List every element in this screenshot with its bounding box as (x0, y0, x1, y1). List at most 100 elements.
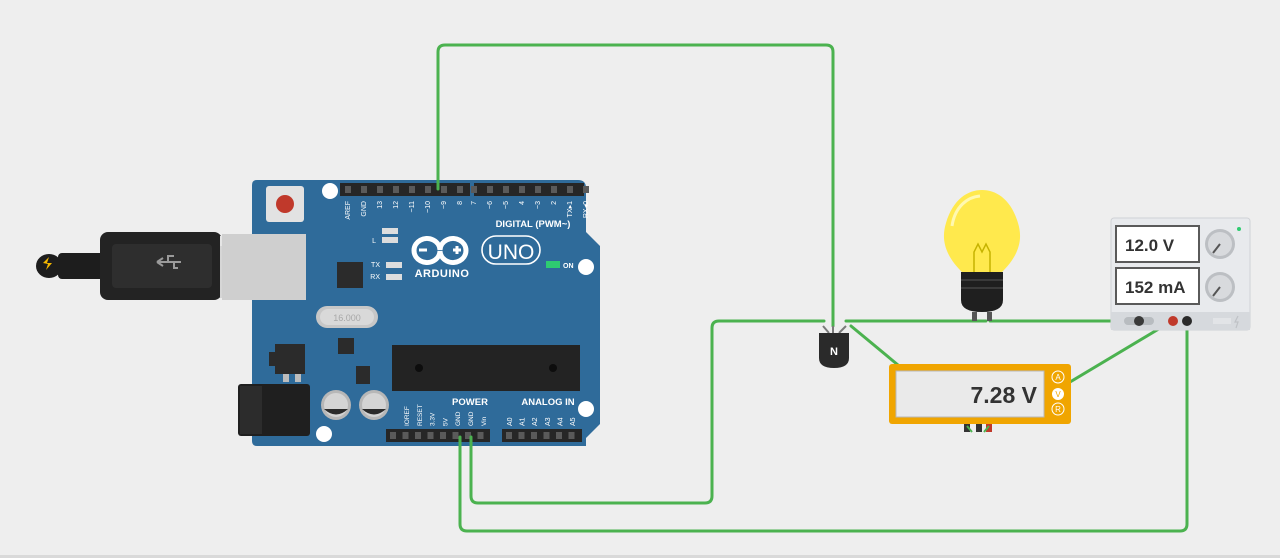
pin-hole[interactable] (518, 432, 525, 439)
voltage-readout: 12.0 V (1125, 236, 1175, 255)
mode-selector-V[interactable]: V (1052, 388, 1064, 400)
pin-hole[interactable] (531, 432, 537, 439)
pin-hole[interactable] (487, 186, 493, 193)
digital-pin-label: 2 (551, 201, 558, 205)
pin-hole[interactable] (583, 186, 589, 193)
digital-header[interactable] (340, 183, 589, 196)
power-supply[interactable]: 12.0 V 152 mA (1110, 217, 1251, 331)
mount-hole (578, 401, 594, 417)
digital-pin-label: 13 (377, 201, 384, 209)
pin-hole[interactable] (567, 186, 573, 193)
pin-hole[interactable] (503, 186, 509, 193)
pin-hole[interactable] (519, 186, 525, 193)
analog-pin-label: A5 (570, 417, 577, 426)
pin-hole[interactable] (465, 432, 471, 439)
led-on-label: ON (563, 263, 574, 270)
arduino-logo-icon (411, 236, 469, 265)
pin-hole[interactable] (535, 186, 541, 193)
pin-hole[interactable] (457, 186, 463, 193)
positive-terminal[interactable] (1168, 316, 1178, 326)
led-l-label: L (372, 238, 376, 245)
negative-terminal[interactable] (1182, 316, 1192, 326)
power-pin-label: Vin (481, 416, 488, 426)
led-on (546, 261, 560, 268)
power-pin-label: 5V (442, 417, 449, 426)
pin-hole[interactable] (506, 432, 512, 439)
voltage-knob[interactable] (1205, 229, 1235, 259)
current-display (1115, 267, 1200, 305)
analog-pin-labels: A0 A1 A2 A3 A4 A5 (507, 417, 577, 426)
pin-hole[interactable] (390, 432, 396, 439)
pin-hole[interactable] (425, 186, 431, 193)
arduino-brand-label: ARDUINO (415, 268, 470, 280)
pin-hole[interactable] (471, 186, 477, 193)
wire-pin10-to-transistor[interactable] (436, 43, 835, 328)
pin-hole[interactable] (409, 186, 415, 193)
multimeter-reading: 7.28 V (971, 382, 1038, 408)
pin-hole[interactable] (377, 186, 383, 193)
power-pin-label: RESET (417, 404, 424, 426)
power-pin-label: GND (455, 411, 462, 426)
pin-hole[interactable] (441, 186, 447, 193)
power-pin-label: 3.3V (430, 412, 437, 426)
pin-hole[interactable] (415, 432, 421, 439)
light-bulb[interactable] (943, 190, 1021, 321)
mode-selector-A[interactable]: A (1051, 370, 1065, 384)
mode-label-V: V (1055, 390, 1061, 399)
crystal-label: 16.000 (333, 313, 361, 323)
model-badge (481, 235, 541, 265)
usb-chip (337, 262, 363, 288)
analog-pin-label: A2 (532, 417, 539, 426)
digital-pin-label: TX▸1 (567, 201, 574, 217)
digital-pin-label: 4 (519, 201, 526, 205)
npn-transistor[interactable]: N (819, 325, 849, 368)
atmega-chip (392, 345, 580, 391)
pin-hole[interactable] (543, 432, 550, 439)
led-l (382, 237, 398, 243)
voltage-display (1115, 225, 1200, 263)
supply-terminals[interactable] (1124, 315, 1239, 329)
pin-hole[interactable] (477, 432, 484, 439)
multimeter-probes[interactable] (964, 424, 992, 433)
digital-pin-label: 8 (457, 201, 464, 205)
reset-button[interactable] (266, 186, 304, 222)
pin-hole[interactable] (440, 432, 446, 439)
pin-hole[interactable] (402, 432, 409, 439)
multimeter[interactable]: 7.28 V A V R (889, 364, 1071, 433)
wire-gnd-to-emitter[interactable] (469, 319, 826, 505)
led-tx-label: TX (371, 262, 380, 269)
usb-b-jack (222, 234, 306, 300)
pin-hole[interactable] (393, 186, 399, 193)
pin-hole[interactable] (551, 186, 557, 193)
pin-hole[interactable] (345, 186, 351, 193)
analog-pin-label: A4 (557, 417, 564, 426)
analog-pin-label: A3 (545, 417, 552, 426)
digital-pin-label: 7 (471, 201, 478, 205)
mode-selector-R[interactable]: R (1051, 402, 1065, 416)
wire-gnd-to-supply-negative[interactable] (458, 319, 1189, 533)
pin-hole[interactable] (452, 432, 459, 439)
digital-header-label: DIGITAL (PWM~) (496, 219, 571, 230)
multimeter-display (895, 370, 1045, 418)
wire-collector-to-multimeter[interactable] (849, 324, 900, 367)
power-header[interactable] (386, 429, 490, 442)
wire-multimeter-to-supply-positive[interactable] (1068, 319, 1174, 384)
status-leds: L TX RX ON (370, 237, 574, 281)
mode-label-A: A (1055, 373, 1061, 382)
digital-pin-label: AREF (345, 201, 352, 220)
pin-hole[interactable] (427, 432, 434, 439)
pin-hole[interactable] (568, 432, 575, 439)
pin-hole[interactable] (361, 186, 367, 193)
pin-hole[interactable] (556, 432, 562, 439)
current-knob[interactable] (1205, 272, 1235, 302)
digital-pin-label: ~5 (503, 201, 510, 209)
analog-pin-label: A0 (507, 417, 514, 426)
power-pin-label: IOREF (404, 406, 411, 426)
digital-pin-label: ~3 (535, 201, 542, 209)
analog-pin-label: A1 (520, 417, 527, 426)
digital-pin-label: ~10 (425, 201, 432, 213)
digital-pin-label: ~9 (441, 201, 448, 209)
